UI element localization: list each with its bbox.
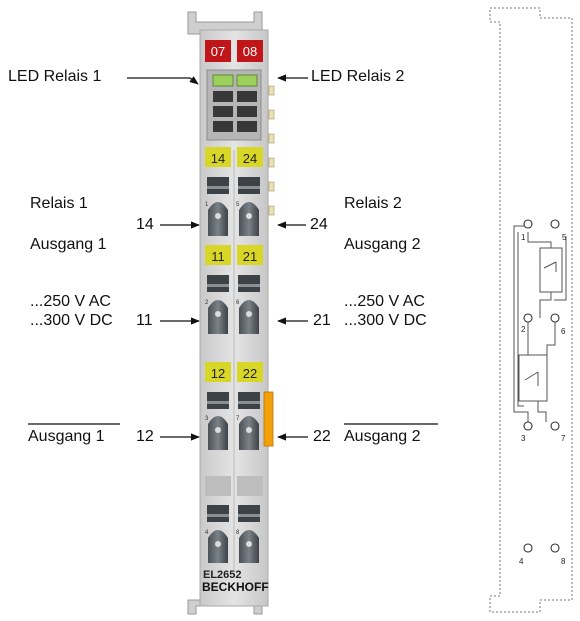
contact-group-3: 3 7	[205, 392, 260, 450]
release-button-7[interactable]	[238, 392, 260, 409]
label-relais-1: Relais 1	[30, 195, 88, 212]
schematic-num-5: 5	[562, 233, 567, 242]
led-relais-1-indicator	[212, 74, 234, 87]
terminal-module: 07 08 14 24 1 5	[187, 11, 275, 615]
label-led-relais-2: LED Relais 2	[311, 68, 404, 85]
tag-24	[237, 147, 263, 167]
label-relais-2: Relais 2	[344, 195, 402, 212]
schematic-pin-7	[550, 421, 560, 431]
label-num-11: 11	[136, 312, 153, 329]
led-tag-08	[237, 40, 263, 62]
tag-21-text: 21	[243, 249, 257, 264]
contact-num-5: 5	[236, 202, 240, 208]
tag-22	[237, 362, 263, 382]
release-button-6[interactable]	[238, 275, 260, 292]
arrow-led-relais-1	[127, 76, 199, 85]
schematic-num-2: 2	[521, 325, 526, 334]
schematic-num-7: 7	[561, 434, 566, 443]
tag-12-text: 12	[211, 366, 225, 381]
schematic-outline	[489, 7, 573, 613]
tag-12	[205, 362, 231, 382]
relay-1-symbol	[539, 247, 563, 293]
callout-arrows	[127, 74, 308, 441]
tag-22-text: 22	[243, 366, 257, 381]
brand-label: BECKHOFF	[202, 580, 269, 594]
schematic-num-8: 8	[561, 557, 566, 566]
release-button-3[interactable]	[207, 392, 229, 409]
contact-group-4: 4 8	[205, 505, 260, 563]
schematic-pin-4	[523, 543, 533, 553]
blank-tag-right	[237, 476, 263, 496]
led-tag-08-text: 08	[243, 44, 257, 59]
release-button-1[interactable]	[207, 177, 229, 194]
schematic-pin-6	[550, 313, 560, 323]
wiring-schematic: 5 1 2 6 3 7 4 8	[489, 7, 573, 613]
label-ausgang-1-inverted: Ausgang 1	[28, 428, 105, 445]
contact-num-3: 3	[205, 416, 209, 422]
led-tag-07	[205, 40, 231, 62]
tag-24-text: 24	[243, 151, 257, 166]
schematic-num-1: 1	[521, 233, 526, 242]
blank-tag-left	[205, 476, 231, 496]
label-num-24: 24	[310, 216, 328, 233]
label-250v-right: ...250 V AC	[344, 293, 425, 310]
tag-11	[205, 245, 231, 265]
tag-14-text: 14	[211, 151, 225, 166]
tag-11-text: 11	[211, 249, 225, 264]
label-num-14: 14	[136, 216, 154, 233]
schematic-pin-8	[550, 543, 560, 553]
label-num-12: 12	[136, 428, 154, 445]
led-relais-2-indicator	[236, 74, 258, 87]
contact-num-1: 1	[205, 202, 209, 208]
schematic-pin-1	[523, 219, 533, 229]
label-num-21: 21	[313, 312, 331, 329]
label-300v-left: ...300 V DC	[30, 312, 113, 329]
tag-21	[237, 245, 263, 265]
release-button-5[interactable]	[238, 177, 260, 194]
label-ausgang-1: Ausgang 1	[30, 236, 107, 253]
tag-14	[205, 147, 231, 167]
schematic-num-3: 3	[521, 434, 526, 443]
label-num-22: 22	[313, 428, 331, 445]
contact-group-2: 2 6	[205, 275, 260, 334]
led-tag-07-text: 07	[211, 44, 225, 59]
release-button-2[interactable]	[207, 275, 229, 292]
contact-group-1: 1 5	[205, 177, 260, 236]
contact-num-4: 4	[205, 530, 209, 536]
side-notches	[268, 85, 275, 216]
release-button-4[interactable]	[207, 505, 229, 522]
schematic-num-6: 6	[561, 327, 566, 336]
contact-num-6: 6	[236, 300, 240, 306]
contact-num-2: 2	[205, 300, 209, 306]
label-250v-left: ...250 V AC	[30, 293, 111, 310]
orange-accent-bar	[263, 391, 274, 447]
label-300v-right: ...300 V DC	[344, 312, 427, 329]
release-button-8[interactable]	[238, 505, 260, 522]
schematic-pin-3	[523, 421, 533, 431]
led-window	[206, 69, 262, 141]
label-ausgang-2: Ausgang 2	[344, 236, 421, 253]
schematic-num-4: 4	[519, 557, 524, 566]
contact-num-7: 7	[236, 416, 240, 422]
model-label: EL2652	[203, 569, 242, 581]
callout-labels: LED Relais 1 LED Relais 2 Relais 1 Ausga…	[8, 68, 427, 445]
label-ausgang-2-inverted: Ausgang 2	[344, 428, 421, 445]
schematic-pin-5	[550, 219, 560, 229]
contact-num-8: 8	[236, 530, 240, 536]
relay-2-symbol	[518, 354, 548, 402]
schematic-pin-2	[523, 313, 533, 323]
label-led-relais-1: LED Relais 1	[8, 68, 101, 85]
